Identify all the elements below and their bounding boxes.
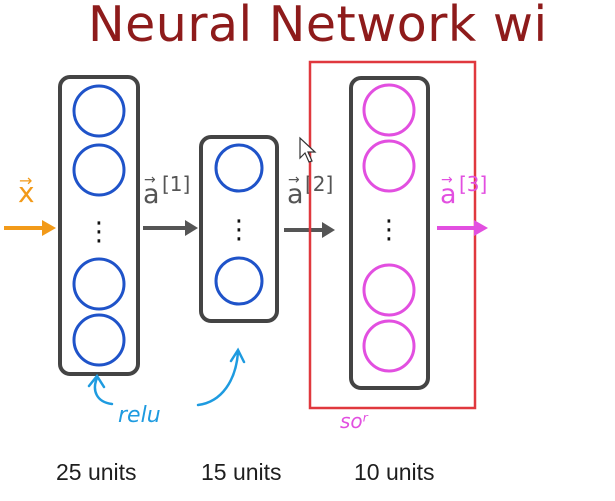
layer-2-neuron: [214, 143, 264, 193]
activation-3-vector-arrow-icon: →: [441, 172, 453, 188]
layer-1-box: [58, 75, 140, 376]
softmax-annotation-partial: soʳ: [340, 409, 369, 433]
layer-1-neuron: [72, 84, 126, 138]
input-arrow-head: [42, 220, 56, 236]
layer-1-neuron: [72, 313, 126, 367]
relu-annotation: relu: [118, 403, 161, 428]
activation-2-label: a: [287, 179, 304, 210]
relu-arrow-2-head: [229, 347, 246, 364]
layer-3-ellipsis: ⋮: [376, 215, 402, 245]
activation-1-vector-arrow-icon: →: [144, 172, 156, 188]
input-vector-arrow-icon: →: [19, 171, 32, 190]
activation-1-label: a: [143, 179, 160, 210]
layer-1-neuron: [72, 143, 126, 197]
arrow-2-head: [322, 222, 335, 238]
layer-1-neuron: [72, 257, 126, 311]
input-x-label: x: [18, 176, 35, 209]
relu-arrow-1: [93, 376, 114, 406]
layer-3-neuron: [362, 263, 416, 317]
layer-2-box: [199, 135, 279, 323]
activation-3-superscript: [3]: [459, 172, 487, 196]
layer-1-units-caption: 25 units: [56, 459, 137, 485]
layer-1-ellipsis: ⋮: [86, 217, 112, 247]
output-arrow-head: [474, 220, 488, 236]
activation-1-superscript: [1]: [162, 172, 190, 196]
layer-2-ellipsis: ⋮: [226, 215, 252, 245]
relu-arrow-1-head: [87, 373, 106, 389]
relu-arrow-2: [196, 350, 240, 407]
layer-3-units-caption: 10 units: [354, 459, 435, 485]
layer-3-neuron: [362, 83, 416, 137]
slide-title: Neural Network wi: [88, 0, 548, 53]
arrow-1-head: [185, 220, 198, 236]
layer-2-units-caption: 15 units: [201, 459, 282, 485]
layer-2-neuron: [214, 256, 264, 306]
layer-3-box: [349, 76, 430, 390]
layer-3-neuron: [362, 139, 416, 193]
layer-3-neuron: [362, 319, 416, 373]
activation-3-label: a: [440, 179, 457, 210]
activation-2-vector-arrow-icon: →: [288, 172, 300, 188]
mouse-pointer-icon: [299, 136, 317, 163]
